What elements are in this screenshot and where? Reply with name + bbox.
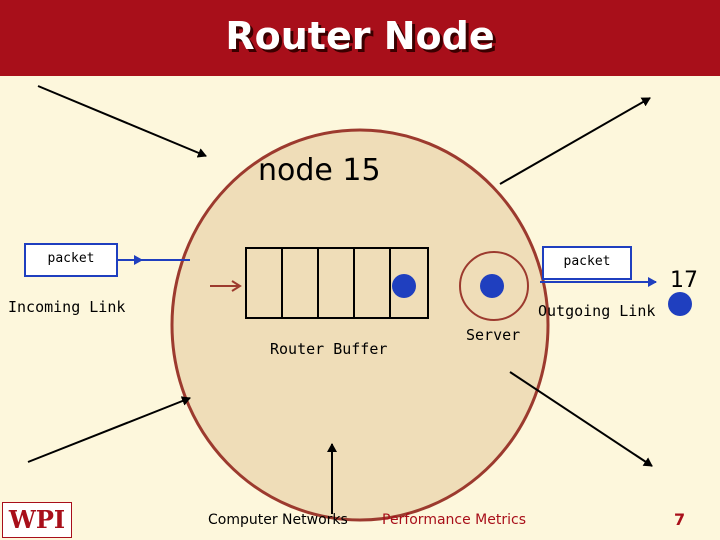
link-bottom-right-out [509, 371, 653, 467]
next-node-label: 17 [670, 268, 698, 293]
next-node-packet [668, 292, 692, 316]
incoming-packet-box: packet [24, 243, 118, 277]
page-number: 7 [674, 510, 686, 529]
link-bottom-left-in [27, 396, 191, 463]
router-buffer [245, 247, 429, 319]
footer-topic: Performance Metrics [382, 512, 526, 528]
server-packet [480, 274, 504, 298]
footer-course: Computer Networks [208, 512, 348, 528]
buffered-packet [392, 274, 416, 298]
incoming-packet-label: packet [47, 251, 95, 266]
wpi-logo: WPI [2, 502, 72, 538]
server-label: Server [466, 326, 521, 344]
router-node-circle [170, 128, 550, 522]
outgoing-packet-box: packet [542, 246, 632, 280]
router-buffer-label: Router Buffer [270, 340, 388, 358]
node-label: node 15 [258, 153, 381, 188]
slide-title: Router Node [225, 14, 495, 58]
server-circle [459, 251, 529, 321]
link-top-left-in [37, 85, 207, 158]
outgoing-packet-label: packet [563, 254, 611, 269]
title-bar: Router Node [0, 0, 720, 76]
incoming-link-label: Incoming Link [8, 298, 126, 316]
link-top-right-out [499, 97, 651, 185]
outgoing-link-label: Outgoing Link [538, 302, 656, 320]
